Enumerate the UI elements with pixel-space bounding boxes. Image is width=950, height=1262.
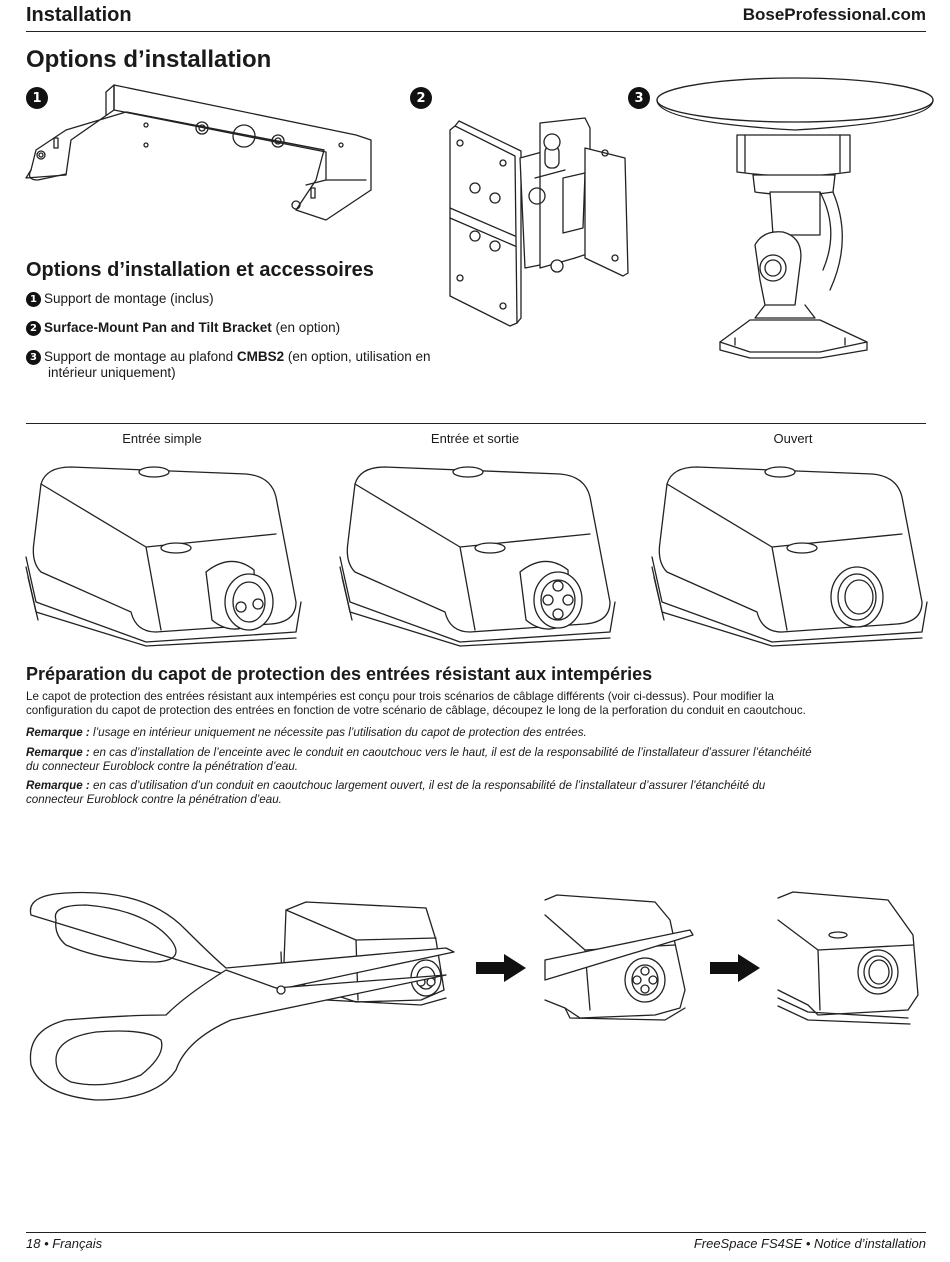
item-product-name: Surface-Mount Pan and Tilt Bracket <box>44 320 272 335</box>
paragraph-line: Le capot de protection des entrées résis… <box>26 690 774 703</box>
item-number: 1 <box>26 292 41 307</box>
footer-rule <box>26 1232 926 1233</box>
note-label: Remarque : <box>26 779 90 792</box>
arrow-right-icon <box>476 954 526 982</box>
cover-open-result-icon <box>777 891 919 1025</box>
item-text: (en option, utilisation en <box>284 349 431 364</box>
item-text-continued: intérieur uniquement) <box>48 365 176 380</box>
page-number: 18 • Français <box>26 1236 103 1251</box>
figure-badge-2: 2 <box>410 87 432 109</box>
accessories-heading: Options d’installation et accessoires <box>26 259 374 281</box>
cover-two-hole-icon <box>25 466 302 647</box>
item-number: 3 <box>26 350 41 365</box>
ceiling-mount-icon <box>656 77 934 359</box>
weather-cover-paragraph: Le capot de protection des entrées résis… <box>26 690 926 717</box>
note-text: en cas d’installation de l’enceinte avec… <box>93 746 812 759</box>
section-rule <box>26 423 926 424</box>
document-title: FreeSpace FS4SE • Notice d’installation <box>693 1236 926 1251</box>
header-rule <box>26 31 926 32</box>
caption-single-input: Entrée simple <box>122 431 202 446</box>
item-text: (en option) <box>271 320 341 335</box>
item-text: Support de montage (inclus) <box>44 291 214 306</box>
item-text: Support de montage au plafond <box>44 349 237 364</box>
item-number: 2 <box>26 321 41 336</box>
install-options-heading: Options d’installation <box>26 46 272 73</box>
figure-badge-3: 3 <box>628 87 650 109</box>
arrow-right-icon <box>710 954 760 982</box>
u-bracket-icon <box>25 84 372 221</box>
cover-cut-icon <box>544 894 694 1021</box>
cover-open-icon <box>651 466 928 647</box>
scissors-cutting-icon <box>29 891 455 1101</box>
figure-badge-1: 1 <box>26 87 48 109</box>
note-2: Remarque : en cas d’installation de l’en… <box>26 746 926 773</box>
note-label: Remarque : <box>26 746 90 759</box>
section-title: Installation <box>26 4 132 26</box>
cover-four-hole-icon <box>339 466 616 647</box>
site-url: BoseProfessional.com <box>742 5 926 24</box>
item-product-name: CMBS2 <box>236 349 285 364</box>
note-text: en cas d’utilisation d’un conduit en cao… <box>93 779 766 792</box>
caption-open: Ouvert <box>773 431 813 446</box>
pan-tilt-bracket-icon <box>449 117 629 327</box>
note-3: Remarque : en cas d’utilisation d’un con… <box>26 779 926 806</box>
note-1: Remarque : l’usage en intérieur uniqueme… <box>26 726 926 740</box>
caption-input-output: Entrée et sortie <box>430 431 520 446</box>
note-text-continued: connecteur Euroblock contre la pénétrati… <box>26 792 282 806</box>
note-text: l’usage en intérieur uniquement ne néces… <box>93 726 587 739</box>
weather-cover-heading: Préparation du capot de protection des e… <box>26 664 653 684</box>
note-label: Remarque : <box>26 726 90 739</box>
note-text-continued: du connecteur Euroblock contre la pénétr… <box>26 759 298 773</box>
paragraph-line: configuration du capot de protection des… <box>26 703 806 717</box>
